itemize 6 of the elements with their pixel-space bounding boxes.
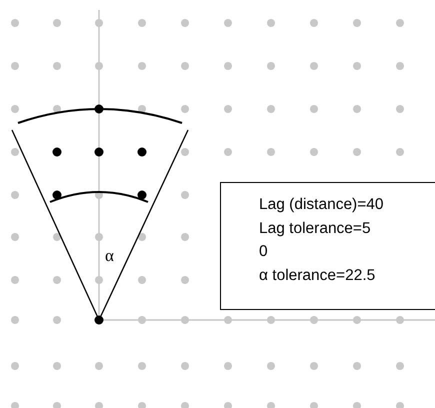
parameter-text: α tolerance=22.5 [259, 266, 376, 286]
parameter-text: Lag tolerance=5 [259, 218, 372, 238]
parameter-text: 0 [259, 242, 269, 262]
parameter-text: Lag (distance)=40 [259, 195, 385, 215]
parameter-box [220, 182, 435, 310]
angle-label: α [105, 246, 114, 266]
